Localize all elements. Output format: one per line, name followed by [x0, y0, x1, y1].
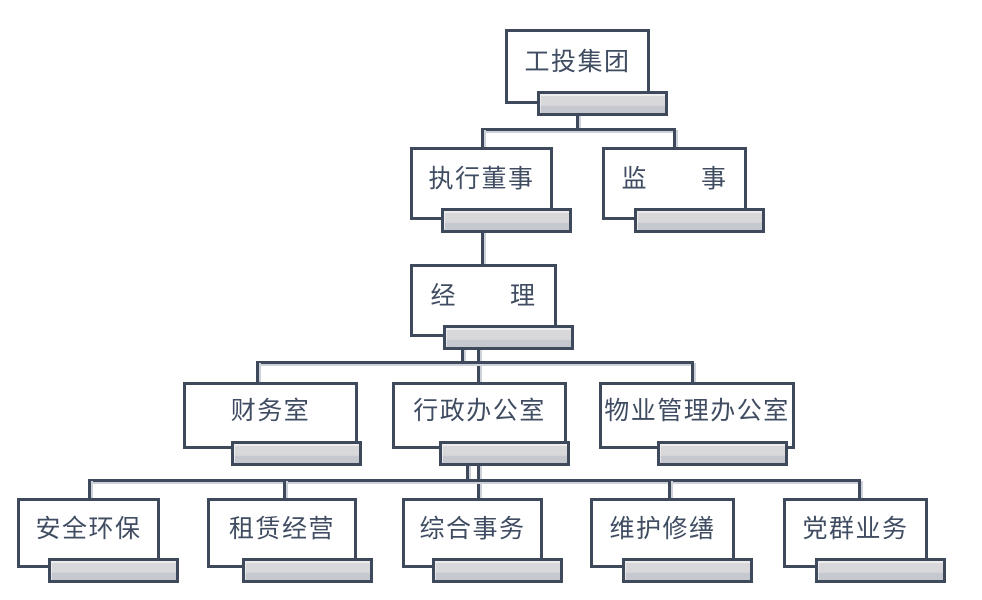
connector-level4-bus	[256, 361, 694, 364]
org-node-finance-office[interactable]: 财务室	[183, 382, 362, 466]
org-node-manager[interactable]: 经 理	[410, 264, 574, 350]
connector-drop-leasing	[283, 479, 286, 498]
shadow-bar	[432, 558, 563, 583]
org-node-group-label: 工投集团	[524, 47, 631, 76]
org-node-group[interactable]: 工投集团	[505, 29, 668, 116]
connector-level2-bus	[481, 128, 676, 131]
connector-level5-bus	[88, 479, 861, 482]
org-node-executive-director-label: 执行董事	[428, 164, 535, 193]
connector-manager-stem-left	[461, 347, 464, 364]
org-node-supervisor-label: 监 事	[621, 164, 728, 193]
org-node-admin-office-label: 行政办公室	[413, 396, 546, 425]
connector-admin-stem-left	[466, 462, 469, 481]
connector-group-stem	[576, 113, 579, 129]
connector-drop-supervisor	[673, 128, 676, 147]
connector-executive-to-manager	[481, 230, 484, 264]
shadow-bar	[441, 208, 572, 233]
connector-drop-safety-env	[88, 479, 91, 498]
connector-drop-finance-office	[256, 361, 259, 382]
org-node-property-office-label: 物业管理办公室	[604, 396, 790, 425]
org-node-leasing[interactable]: 租赁经营	[207, 498, 373, 583]
connector-drop-maintenance-repair	[668, 479, 671, 498]
org-node-admin-office[interactable]: 行政办公室	[392, 382, 570, 466]
org-node-safety-env[interactable]: 安全环保	[17, 498, 179, 583]
org-node-leasing-label: 租赁经营	[228, 513, 335, 543]
shadow-bar	[242, 558, 373, 583]
org-node-maintenance-repair-label: 维护修缮	[609, 513, 716, 543]
org-node-finance-office-label: 财务室	[230, 396, 311, 425]
org-node-party-mass[interactable]: 党群业务	[783, 498, 946, 583]
shadow-bar	[537, 91, 668, 116]
org-node-general-affairs[interactable]: 综合事务	[402, 498, 563, 583]
shadow-bar	[622, 558, 753, 583]
org-node-general-affairs-label: 综合事务	[419, 513, 526, 543]
org-node-party-mass-label: 党群业务	[802, 513, 909, 543]
org-node-maintenance-repair[interactable]: 维护修缮	[590, 498, 753, 583]
shadow-bar	[439, 441, 570, 466]
connector-drop-property-office	[691, 361, 694, 382]
shadow-bar	[634, 208, 765, 233]
connector-drop-executive-director	[481, 128, 484, 147]
shadow-bar	[231, 441, 362, 466]
org-node-manager-label: 经 理	[430, 281, 537, 310]
shadow-bar	[48, 558, 179, 583]
org-node-executive-director[interactable]: 执行董事	[410, 147, 572, 233]
shadow-bar	[657, 441, 788, 466]
connector-drop-party-mass	[858, 479, 861, 498]
shadow-bar	[815, 558, 946, 583]
org-node-supervisor[interactable]: 监 事	[602, 147, 765, 233]
org-node-property-office[interactable]: 物业管理办公室	[599, 382, 795, 466]
connector-manager-stem-center	[477, 347, 480, 382]
shadow-bar	[443, 325, 574, 350]
org-node-safety-env-label: 安全环保	[35, 513, 142, 543]
